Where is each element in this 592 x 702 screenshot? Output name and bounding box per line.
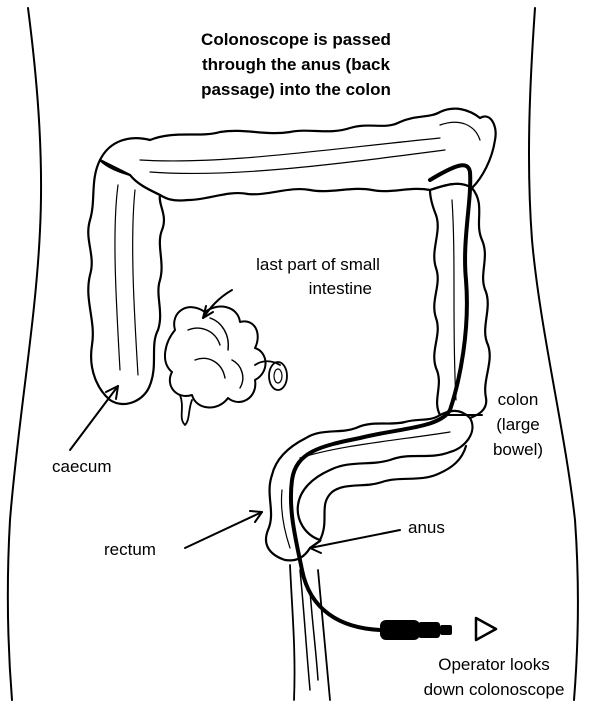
eye-icon — [476, 618, 496, 640]
label-anus: anus — [408, 518, 445, 537]
label-small-intestine-1: last part of small — [256, 255, 380, 274]
label-colon-3: bowel) — [493, 440, 543, 459]
label-small-intestine-2: intestine — [309, 279, 372, 298]
ascending-colon — [88, 160, 164, 404]
pointer-arrows — [70, 290, 482, 553]
label-operator-2: down colonoscope — [424, 680, 565, 699]
colonoscope-tube — [291, 165, 470, 630]
small-intestine-end — [269, 362, 287, 390]
arrow-small-intestine — [203, 290, 232, 318]
descending-colon — [430, 184, 490, 418]
label-colon-1: colon — [498, 390, 539, 409]
title-line-3: passage) into the colon — [201, 80, 391, 99]
small-intestine — [165, 307, 287, 425]
label-operator-1: Operator looks — [438, 655, 550, 674]
arrow-caecum — [70, 386, 118, 450]
title-line-2: through the anus (back — [202, 55, 391, 74]
sigmoid-colon — [298, 418, 473, 540]
label-colon-2: (large — [496, 415, 539, 434]
colonoscope-handle — [380, 620, 420, 640]
body-outline — [8, 8, 578, 700]
label-caecum: caecum — [52, 457, 112, 476]
title-line-1: Colonoscope is passed — [201, 30, 391, 49]
transverse-colon — [100, 109, 496, 201]
label-rectum: rectum — [104, 540, 156, 559]
colonoscope — [291, 165, 496, 640]
arrow-rectum — [185, 512, 262, 548]
